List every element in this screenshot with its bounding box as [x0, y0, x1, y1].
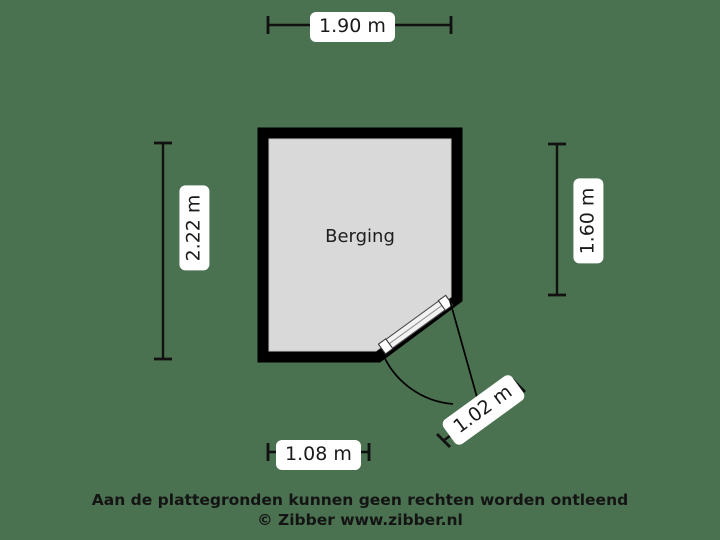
dimension-label-left: 2.22 m	[179, 185, 210, 271]
dimension-label-top: 1.90 m	[310, 12, 395, 42]
dimension-label-bottom: 1.08 m	[276, 440, 361, 470]
footer-line-1: Aan de plattegronden kunnen geen rechten…	[91, 491, 629, 509]
door-leaf-centerline	[383, 300, 448, 349]
door-hinge-end	[437, 294, 454, 312]
dimension-line-right	[548, 142, 566, 297]
door-assembly	[377, 294, 479, 405]
door-open-leaf-line	[449, 300, 479, 401]
room-label-berging: Berging	[325, 226, 395, 247]
dimension-line-left	[154, 141, 172, 361]
dimension-label-right: 1.60 m	[573, 178, 604, 264]
footer-disclaimer: Aan de plattegronden kunnen geen rechten…	[0, 490, 720, 531]
door-swing-arc	[381, 351, 454, 405]
footer-line-2: © Zibber www.zibber.nl	[257, 511, 463, 530]
door-hinge-start	[377, 338, 394, 355]
